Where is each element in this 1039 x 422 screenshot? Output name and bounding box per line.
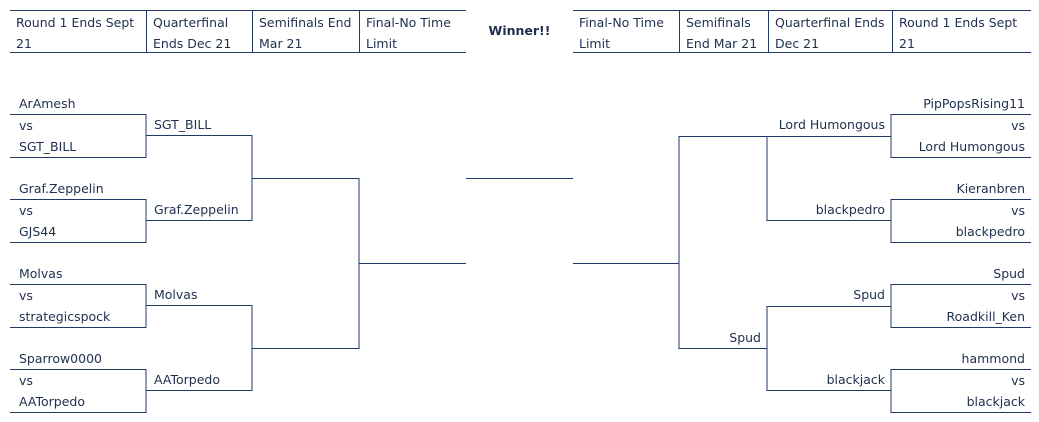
left-r1-m2-bottom: GJS44 — [19, 224, 57, 239]
right-header-row: Final-No Time Limit Semifinals End Mar 2… — [573, 10, 1031, 53]
left-r1-m1-bottom: SGT_BILL — [19, 139, 77, 154]
left-header-semifinal: Semifinals End Mar 21 — [252, 11, 359, 52]
right-r1-m2-top: Kieranbren — [956, 181, 1026, 196]
right-r1-m2-bottom: blackpedro — [955, 224, 1025, 239]
left-r1-m3-vs: vs — [19, 288, 33, 303]
right-r1-m3-vs: vs — [1011, 288, 1025, 303]
right-header-final: Final-No Time Limit — [579, 15, 664, 51]
right-r1-match4-connector — [890, 369, 1031, 413]
left-header-final: Final-No Time Limit — [359, 11, 466, 52]
right-sf-1: Spud — [729, 330, 761, 345]
right-qf-bottom-connector — [766, 306, 891, 391]
right-r1-m4-vs: vs — [1011, 373, 1025, 388]
left-r1-m3-top: Molvas — [19, 266, 63, 281]
winner-label: Winner!! — [488, 23, 551, 38]
left-r1-m4-top: Sparrow0000 — [19, 351, 102, 366]
left-r1-m2-top: Graf.Zeppelin — [19, 181, 104, 196]
right-r1-match1-connector — [890, 114, 1031, 158]
right-sf-connector — [678, 136, 767, 349]
right-r1-m1-vs: vs — [1011, 118, 1025, 133]
left-qf-3: Molvas — [154, 287, 198, 302]
right-r1-m2-vs: vs — [1011, 203, 1025, 218]
left-qf-1: SGT_BILL — [154, 117, 212, 132]
left-qf-4: AATorpedo — [154, 372, 220, 387]
left-r1-m1-top: ArAmesh — [19, 96, 76, 111]
left-r1-m4-bottom: AATorpedo — [19, 394, 85, 409]
right-qf-top-connector — [766, 136, 891, 221]
left-r1-m3-bottom: strategicspock — [19, 309, 111, 324]
left-header-row: Round 1 Ends Sept 21 Quarterfinal Ends D… — [10, 10, 466, 53]
left-r1-m2-vs: vs — [19, 203, 33, 218]
left-sf-connector — [252, 178, 360, 349]
right-r1-match2-connector — [890, 199, 1031, 243]
right-header-round1: Round 1 Ends Sept 21 — [892, 11, 1031, 52]
right-qf-4: blackjack — [826, 372, 885, 387]
right-header-semifinal: Semifinals End Mar 21 — [679, 11, 768, 52]
left-r1-m1-vs: vs — [19, 118, 33, 133]
right-r1-m4-bottom: blackjack — [966, 394, 1025, 409]
right-r1-m4-top: hammond — [961, 351, 1025, 366]
right-r1-m1-top: PipPopsRising11 — [923, 96, 1025, 111]
right-r1-m1-bottom: Lord Humongous — [918, 139, 1025, 154]
right-qf-1: Lord Humongous — [778, 117, 885, 132]
left-r1-m4-vs: vs — [19, 373, 33, 388]
right-qf-2: blackpedro — [815, 202, 885, 217]
left-header-round1: Round 1 Ends Sept 21 — [16, 15, 135, 51]
right-r1-match3-connector — [890, 284, 1031, 328]
left-qf-2: Graf.Zeppelin — [154, 202, 239, 217]
right-header-quarterfinal: Quarterfinal Ends Dec 21 — [768, 11, 892, 52]
right-qf-3: Spud — [853, 287, 885, 302]
right-r1-m3-bottom: Roadkill_Ken — [946, 309, 1025, 324]
left-header-quarterfinal: Quarterfinal Ends Dec 21 — [146, 11, 252, 52]
right-r1-m3-top: Spud — [993, 266, 1025, 281]
